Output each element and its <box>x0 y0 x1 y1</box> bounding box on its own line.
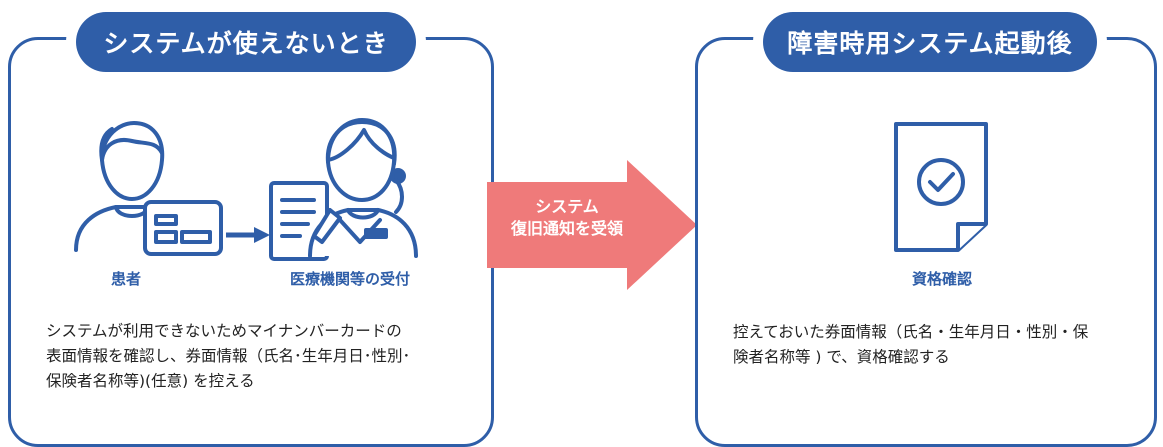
flow-arrow <box>487 160 697 290</box>
right-description-line: 控えておいた券面情報（氏名・生年月日・性別・保 <box>733 323 1089 341</box>
left-description-line: システムが利用できないためマイナンバーカードの <box>46 322 402 340</box>
reception-label: 医療機関等の受付 <box>289 270 410 288</box>
right-description-line: 険者名称等 ) で、資格確認する <box>733 348 950 366</box>
flow-arrow-line: システム <box>535 197 599 216</box>
left-description-line: 保険者名称等)(任意) を控える <box>46 372 255 390</box>
id-card-icon <box>143 200 223 256</box>
document-label: 資格確認 <box>911 270 972 288</box>
flow-arrow-text: システム 復旧通知を受領 <box>487 196 647 240</box>
left-description: システムが利用できないためマイナンバーカードの 表面情報を確認し、券面情報（氏名… <box>46 319 486 394</box>
transfer-arrow-icon <box>226 227 270 243</box>
flow-arrow-line: 復旧通知を受領 <box>510 219 623 238</box>
patient-label: 患者 <box>110 270 141 288</box>
left-panel-title: システムが使えないとき <box>76 12 416 72</box>
right-description: 控えておいた券面情報（氏名・生年月日・性別・保 険者名称等 ) で、資格確認する <box>733 320 1153 370</box>
receptionist-icon <box>308 118 418 258</box>
check-document-icon <box>894 122 988 252</box>
right-panel-title: 障害時用システム起動後 <box>763 12 1097 72</box>
left-description-line: 表面情報を確認し、券面情報（氏名･生年月日･性別･ <box>46 347 411 365</box>
